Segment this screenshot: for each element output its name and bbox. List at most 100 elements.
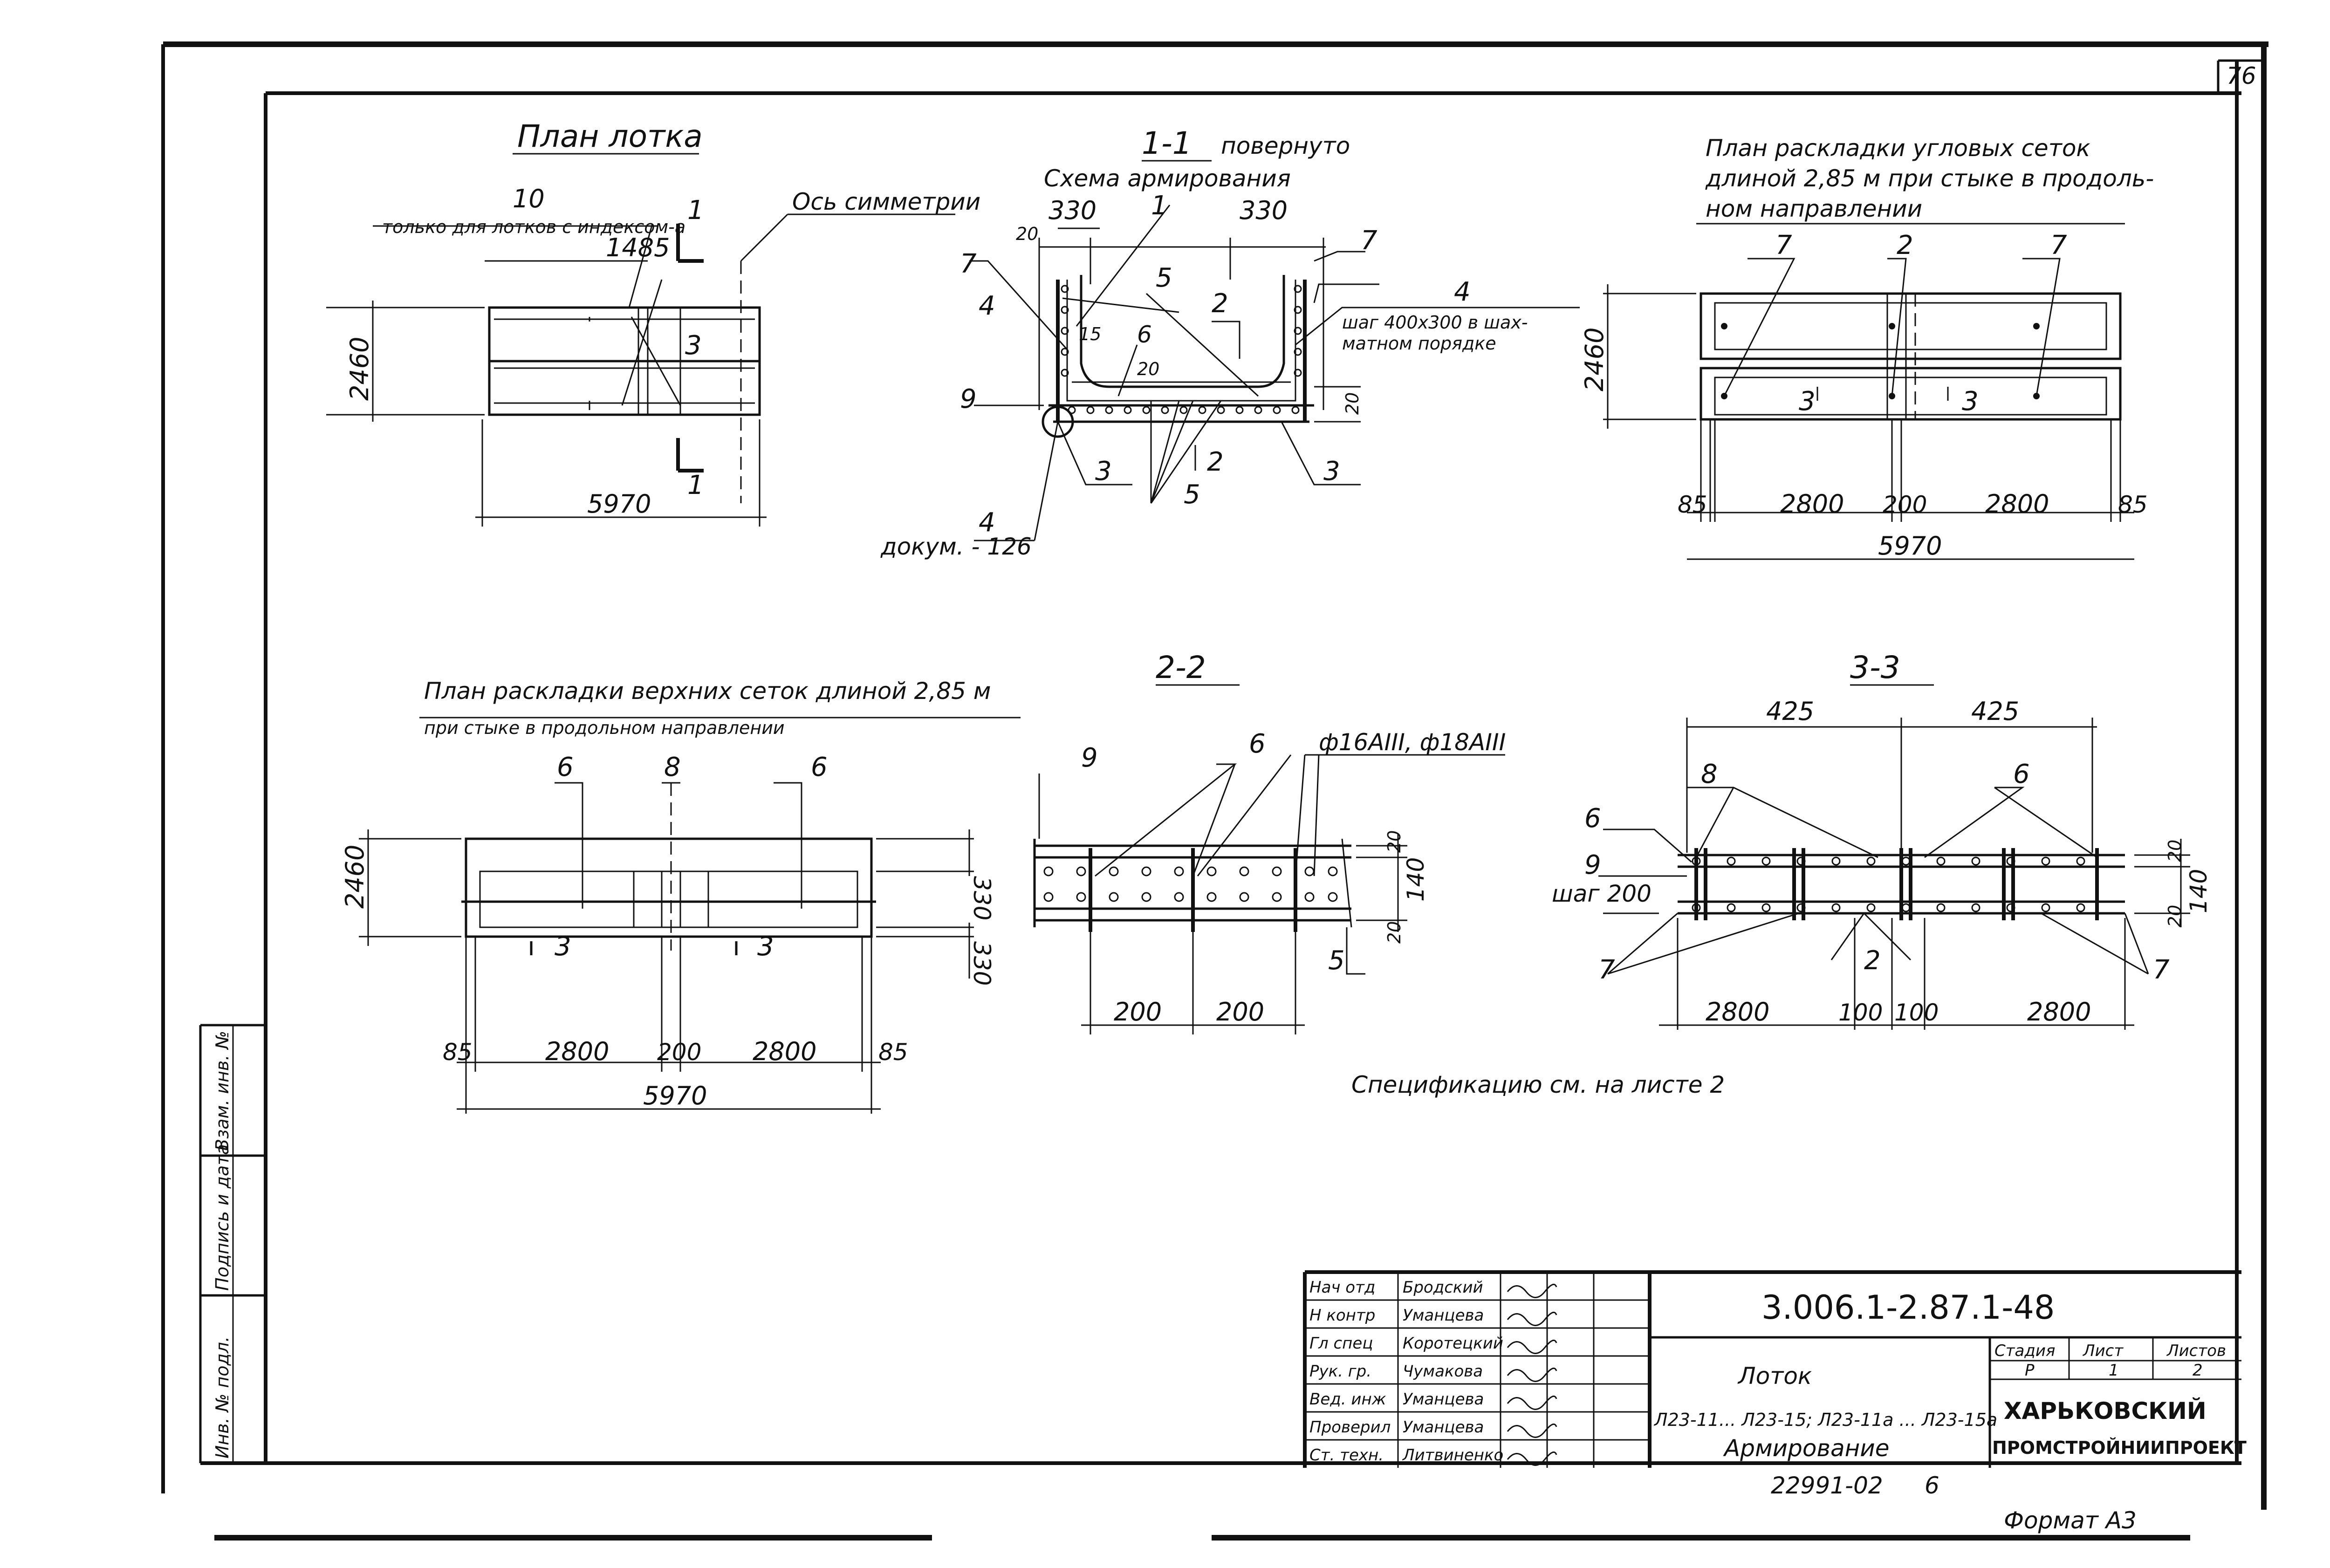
title-block-stage-label: Стадия [1994, 1342, 2055, 1360]
archive-sheet: 6 [1925, 1472, 1939, 1499]
rebar-mark [2041, 903, 2050, 912]
title-block-role: Проверил [1309, 1418, 1391, 1437]
rebar-mark [1174, 866, 1184, 876]
title-block-sheet: 1 [2109, 1361, 2119, 1380]
plan-tray-dim-10: 10 [513, 184, 545, 213]
rebar-mark [1936, 856, 1946, 866]
section-1-1-callout-3-left: 3 [1095, 456, 1112, 486]
side-label-replace-inv: Взам. инв. № [212, 1031, 233, 1151]
rebar-mark [1291, 406, 1300, 414]
plan-top-mesh-dim-2800-left: 2800 [545, 1037, 609, 1066]
section-3-3-view [1598, 684, 2190, 1030]
section-2-2-dim-200-b: 200 [1216, 997, 1264, 1027]
section-1-1-dim-15: 15 [1079, 324, 1101, 344]
title-block-name: Уманцева [1403, 1390, 1484, 1409]
section-1-1-rotated: повернуто [1221, 132, 1350, 159]
rebar-mark [1304, 866, 1315, 876]
title-block-name: Литвиненко [1402, 1446, 1503, 1465]
plan-top-mesh-dim-85-right: 85 [878, 1039, 908, 1066]
rebar-mark [1206, 892, 1217, 902]
rebar-mark [1328, 866, 1338, 876]
plan-top-mesh-callout-3-left: 3 [555, 931, 571, 962]
side-label-inv-orig: Инв. № подл. [212, 1336, 233, 1458]
rebar-mark [2006, 903, 2015, 912]
rebar-mark [1727, 856, 1736, 866]
plan-top-mesh-dim-200: 200 [657, 1039, 701, 1066]
rebar-mark [1901, 856, 1911, 866]
rebar-mark [1796, 856, 1806, 866]
title-block-role: Гл спец [1309, 1334, 1373, 1353]
title-block-org-l2: ПРОМСТРОЙНИИПРОЕКТ [1992, 1438, 2247, 1458]
title-block-role: Рук. гр. [1309, 1362, 1371, 1381]
section-3-3-rebar-dots [1692, 856, 2085, 912]
plan-corner-mesh-dim-5970: 5970 [1878, 531, 1942, 561]
rebar-mark [1043, 866, 1054, 876]
section-3-3-dim-140: 140 [2185, 869, 2212, 913]
section-2-2-title: 2-2 [1156, 650, 1206, 685]
title-block-content: Армирование [1723, 1435, 1890, 1462]
rebar-mark [1272, 866, 1282, 876]
rebar-mark [1061, 348, 1069, 356]
rebar-mark [1692, 856, 1701, 866]
spec-note: Спецификацию см. на листе 2 [1351, 1071, 1725, 1098]
rebar-mark [1105, 406, 1113, 414]
plan-tray-axis-label: Ось симметрии [792, 188, 980, 215]
plan-top-mesh-dim-2800-right: 2800 [753, 1037, 816, 1066]
section-1-1-callout-9: 9 [960, 384, 977, 414]
plan-top-mesh-dim-85-left: 85 [443, 1039, 473, 1066]
signature-mark [1507, 1423, 1557, 1438]
section-1-1-callout-7-right: 7 [1361, 226, 1377, 256]
archive-number: 22991-02 [1771, 1472, 1883, 1499]
rebar-mark [1971, 903, 1980, 912]
title-block-name: Коротецкий [1403, 1334, 1503, 1353]
section-1-1-callout-1: 1 [1151, 191, 1168, 221]
rebar-mark [1294, 348, 1302, 356]
plan-top-mesh-callout-3-right: 3 [757, 931, 774, 962]
plan-corner-mesh-title-l1: План раскладки угловых сеток [1706, 135, 2090, 162]
rebar-mark [1294, 285, 1302, 293]
title-block-series: Л23-11... Л23-15; Л23-11а ... Л23-15а [1653, 1410, 1997, 1430]
plan-corner-mesh-callout-3-left: 3 [1799, 386, 1816, 417]
section-3-3-callout-6-right: 6 [2013, 759, 2030, 789]
plan-corner-mesh-dots [1721, 323, 2040, 399]
rebar-mark [1831, 856, 1841, 866]
rebar-mark [2076, 856, 2085, 866]
section-1-1-title: 1-1 [1142, 125, 1192, 161]
title-block-role: Н контр [1309, 1306, 1375, 1325]
sheet-frame [161, 41, 2268, 1541]
rebar-mark [1727, 903, 1736, 912]
plan-corner-mesh-callout-2: 2 [1897, 230, 1913, 260]
rebar-mark [1239, 892, 1249, 902]
signature-mark [1507, 1311, 1557, 1326]
signature-mark [1507, 1367, 1557, 1382]
section-1-1-rebar-dots [1061, 285, 1302, 414]
plan-tray-dim-1485: 1485 [606, 233, 670, 262]
rebar-mark [1294, 369, 1302, 377]
rebar-mark [1235, 406, 1244, 414]
title-block-name: Уманцева [1403, 1418, 1484, 1437]
section-1-1-step-note-l2: матном порядке [1342, 333, 1496, 354]
rebar-mark [1174, 892, 1184, 902]
rebar-mark [1971, 856, 1980, 866]
plan-corner-mesh-dim-85-right: 85 [2118, 491, 2148, 518]
section-1-1-callout-4-right: 4 [1454, 277, 1471, 307]
plan-tray-section-mark-top: 1 [687, 195, 704, 226]
plan-top-mesh-dim-330-bottom: 330 [968, 941, 995, 986]
section-1-1-callout-3-right: 3 [1323, 456, 1340, 486]
section-1-1-callout-4-left: 4 [979, 291, 995, 321]
rebar-mark [1124, 406, 1132, 414]
plan-corner-mesh-callout-7-left: 7 [1775, 230, 1792, 260]
plan-top-mesh-view [359, 717, 1021, 1114]
section-1-1-callout-6: 6 [1137, 321, 1152, 348]
section-1-1-dim-20-mid: 20 [1137, 359, 1159, 379]
rebar-mark [1273, 406, 1281, 414]
plan-corner-mesh-dim-2800-left: 2800 [1780, 489, 1844, 519]
rebar-mark [1198, 406, 1206, 414]
section-3-3-callout-8: 8 [1701, 759, 1718, 789]
section-2-2-rebar-spec: ф16АIII, ф18АIII [1319, 729, 1506, 756]
rebar-mark [1294, 327, 1302, 335]
rebar-mark [1294, 306, 1302, 314]
plan-corner-mesh-title-l2: длиной 2,85 м при стыке в продоль- [1705, 165, 2154, 192]
rebar-mark [1179, 406, 1188, 414]
